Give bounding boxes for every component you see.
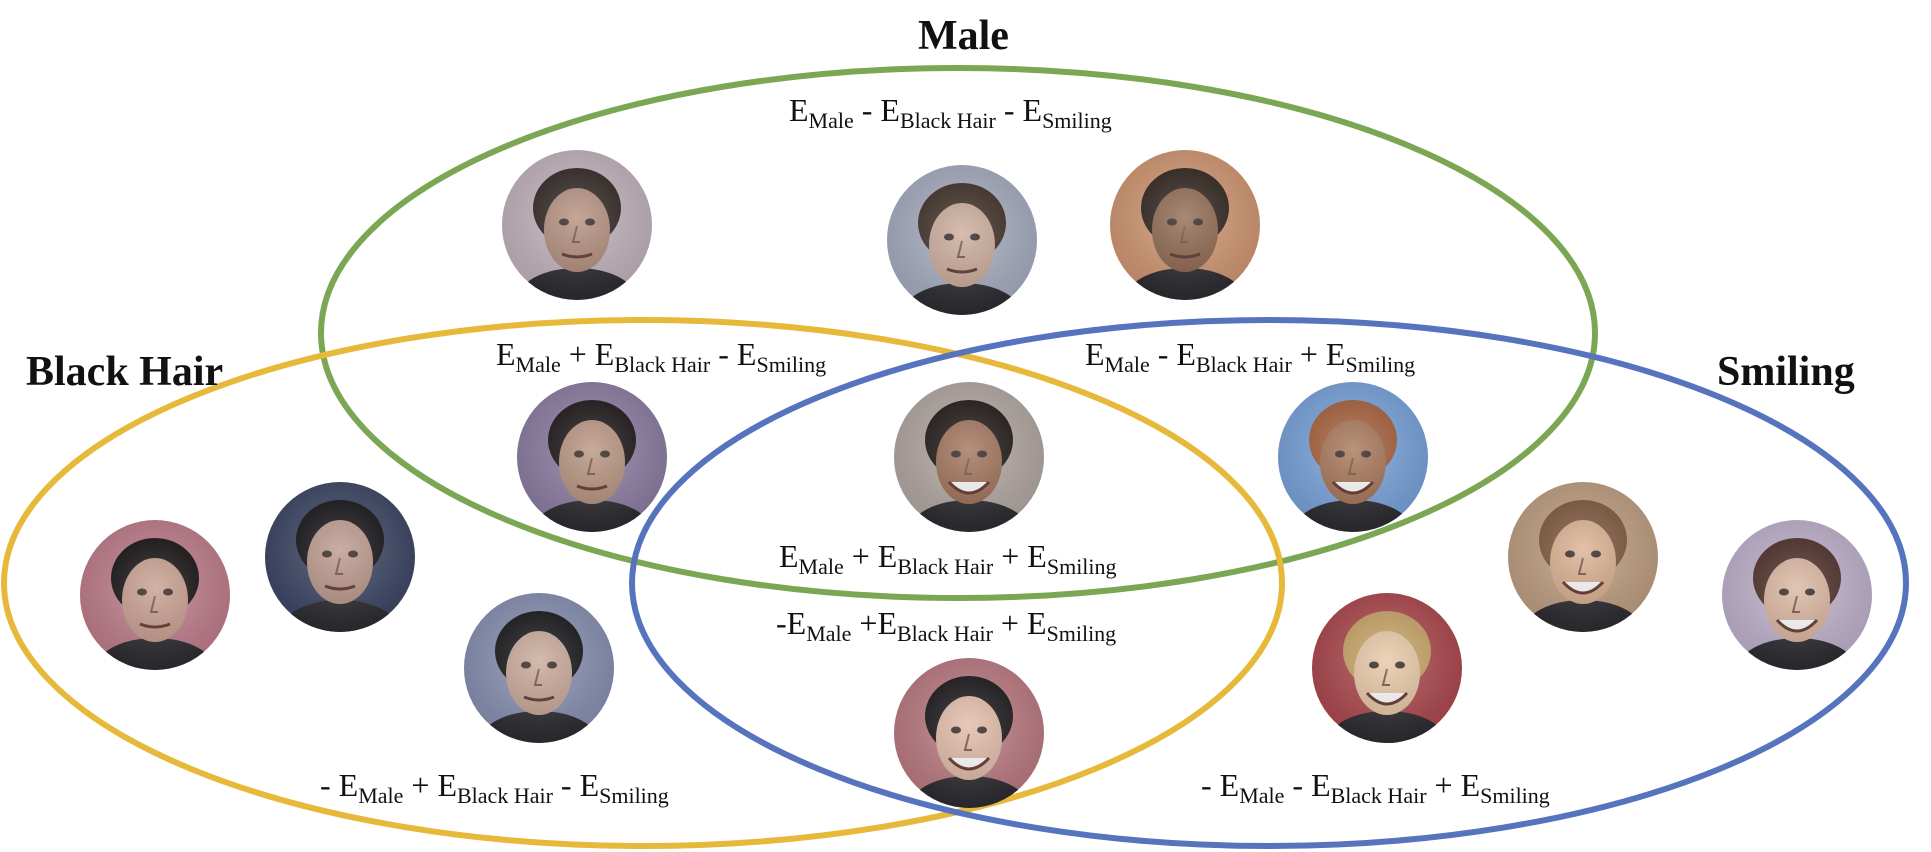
formula-term: E (496, 336, 516, 372)
formula-subscript: Black Hair (1330, 783, 1427, 808)
formula-term: - E (320, 767, 359, 803)
formula-term: -E (776, 605, 807, 641)
formula-term: - E (552, 767, 600, 803)
formula-term: - E (853, 92, 900, 128)
formula-term: + E (843, 538, 898, 574)
face-hair-2 (265, 482, 415, 632)
formula-subscript: Smiling (1042, 108, 1112, 133)
formula-black-hair-only: - EMale + EBlack Hair - ESmiling (320, 767, 669, 807)
formula-subscript: Black Hair (1195, 352, 1292, 377)
title-male: Male (918, 13, 1009, 59)
formula-subscript: Smiling (756, 352, 827, 377)
formula-term: + E (403, 767, 457, 803)
formula-male-black-hair: EMale + EBlack Hair - ESmiling (496, 336, 826, 376)
face-hair-smile-1 (894, 658, 1044, 808)
formula-subscript: Smiling (1046, 621, 1117, 646)
formula-subscript: Male (1239, 783, 1285, 808)
formula-term: E (789, 92, 809, 128)
formula-subscript: Male (515, 352, 561, 377)
formula-subscript: Male (808, 108, 854, 133)
formula-term: + E (1426, 767, 1481, 803)
formula-subscript: Male (798, 554, 844, 579)
formula-subscript: Black Hair (457, 783, 553, 808)
face-male-1 (502, 150, 652, 300)
formula-subscript: Smiling (1046, 554, 1117, 579)
title-smiling: Smiling (1717, 349, 1855, 395)
formula-subscript: Smiling (1345, 352, 1416, 377)
face-hair-3 (464, 593, 614, 743)
smiling-ellipse (629, 317, 1909, 849)
formula-term: E (1085, 336, 1105, 372)
formula-term: - E (1149, 336, 1196, 372)
formula-term: - E (995, 92, 1043, 128)
title-black-hair: Black Hair (26, 349, 224, 395)
formula-male-smiling: EMale - EBlack Hair + ESmiling (1085, 336, 1415, 376)
formula-black-hair-smiling: -EMale +EBlack Hair + ESmiling (776, 605, 1116, 645)
face-male-3 (1110, 150, 1260, 300)
male-ellipse (318, 65, 1598, 601)
face-smile-3 (1722, 520, 1872, 670)
face-all-1 (894, 382, 1044, 532)
formula-term: + E (1291, 336, 1346, 372)
face-male-smile-1 (1278, 382, 1428, 532)
formula-smiling-only: - EMale - EBlack Hair + ESmiling (1201, 767, 1550, 807)
formula-subscript: Smiling (599, 783, 669, 808)
formula-term: + E (560, 336, 615, 372)
formula-subscript: Male (1104, 352, 1150, 377)
formula-term: + E (993, 538, 1047, 574)
formula-term: +E (851, 605, 897, 641)
formula-subscript: Black Hair (614, 352, 711, 377)
formula-term: - E (710, 336, 757, 372)
formula-subscript: Male (358, 783, 404, 808)
face-male-2 (887, 165, 1037, 315)
face-male-hair-1 (517, 382, 667, 532)
formula-subscript: Male (806, 621, 852, 646)
formula-subscript: Smiling (1480, 783, 1550, 808)
formula-term: - E (1201, 767, 1240, 803)
formula-male-only: EMale - EBlack Hair - ESmiling (789, 92, 1112, 132)
formula-all-three: EMale + EBlack Hair + ESmiling (779, 538, 1117, 578)
formula-term: + E (992, 605, 1047, 641)
black-hair-ellipse (1, 317, 1285, 849)
formula-subscript: Black Hair (897, 621, 993, 646)
formula-term: E (779, 538, 799, 574)
formula-subscript: Black Hair (899, 108, 996, 133)
face-smile-2 (1508, 482, 1658, 632)
formula-term: - E (1284, 767, 1331, 803)
formula-subscript: Black Hair (897, 554, 994, 579)
face-smile-1 (1312, 593, 1462, 743)
face-hair-1 (80, 520, 230, 670)
